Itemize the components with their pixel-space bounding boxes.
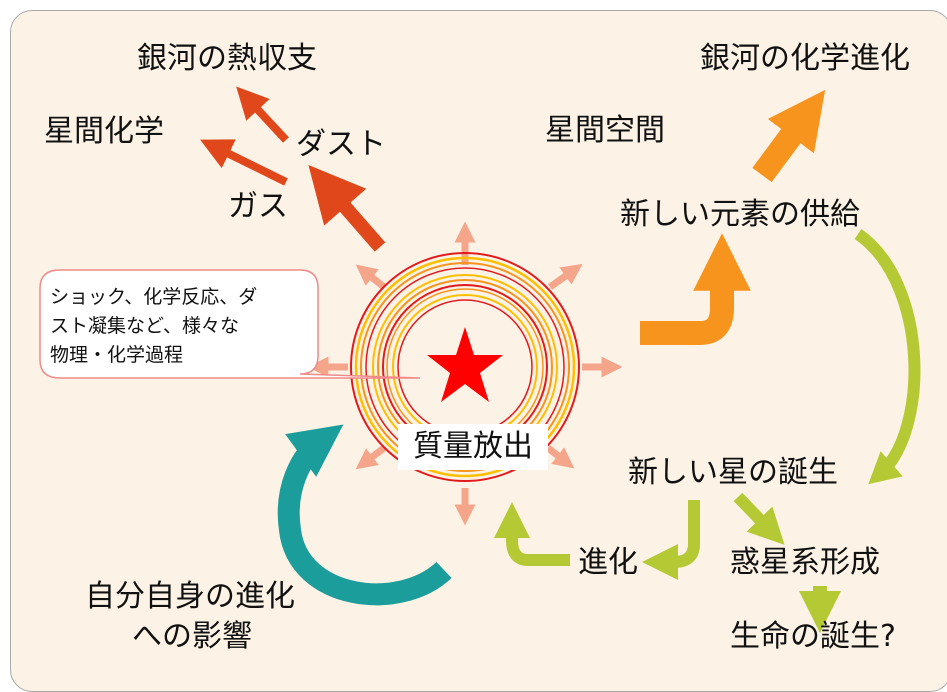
label-evolution: 進化 <box>578 545 638 580</box>
label-new-elements-supply: 新しい元素の供給 <box>620 197 860 232</box>
arrow-to-evolution <box>642 500 700 580</box>
arrow-to-interstellar-chemistry <box>200 139 288 186</box>
label-new-star-birth: 新しい星の誕生 <box>628 455 838 490</box>
arrow-to-galaxy-heat-balance <box>236 86 289 143</box>
bubble-text: ショック、化学反応、ダ スト凝集など、様々な 物理・化学過程 <box>50 283 310 370</box>
ray-down-right <box>545 445 575 469</box>
ray-down-left <box>355 445 387 470</box>
label-self-evolution-line1: 自分自身の進化 <box>85 579 295 614</box>
label-galaxy-heat-balance: 銀河の熱収支 <box>137 41 317 76</box>
bubble-line-3: 物理・化学過程 <box>50 344 184 366</box>
label-planetary-system-formation: 惑星系形成 <box>730 545 880 580</box>
arrow-to-gas-dust <box>308 165 386 252</box>
bubble-line-2: スト凝集など、様々な <box>50 315 240 337</box>
red-arrows <box>200 86 386 252</box>
label-interstellar-chemistry: 星間化学 <box>44 114 164 149</box>
ray-up-left <box>355 264 387 290</box>
arrow-evolution-to-mass-loss <box>494 502 570 566</box>
label-birth-of-life: 生命の誕生? <box>730 619 896 654</box>
label-dust: ダスト <box>296 127 386 162</box>
arrow-to-galaxy-chemical-evolution <box>752 89 826 183</box>
process-speech-bubble <box>39 269 421 379</box>
arrow-to-new-elements <box>640 233 751 345</box>
orange-arrows <box>640 89 826 345</box>
label-galaxy-chemical-evolution: 銀河の化学進化 <box>700 41 910 76</box>
mass-loss-rings <box>350 252 580 482</box>
green-arrows <box>494 229 921 633</box>
radiating-arrows <box>307 221 623 526</box>
bubble-line-1: ショック、化学反応、ダ <box>50 286 258 308</box>
ray-up-right <box>547 263 583 290</box>
label-self-evolution-line2: への影響 <box>132 619 252 654</box>
mass-loss-label: 質量放出 <box>398 424 548 470</box>
diagram-canvas <box>39 86 921 633</box>
arrow-to-new-star-birth <box>854 229 921 485</box>
arrow-self-evolution-impact <box>277 424 452 606</box>
arrow-to-planetary-system <box>733 492 785 545</box>
label-gas: ガス <box>228 189 288 224</box>
label-interstellar-space: 星間空間 <box>545 113 665 148</box>
star-icon <box>427 327 503 402</box>
